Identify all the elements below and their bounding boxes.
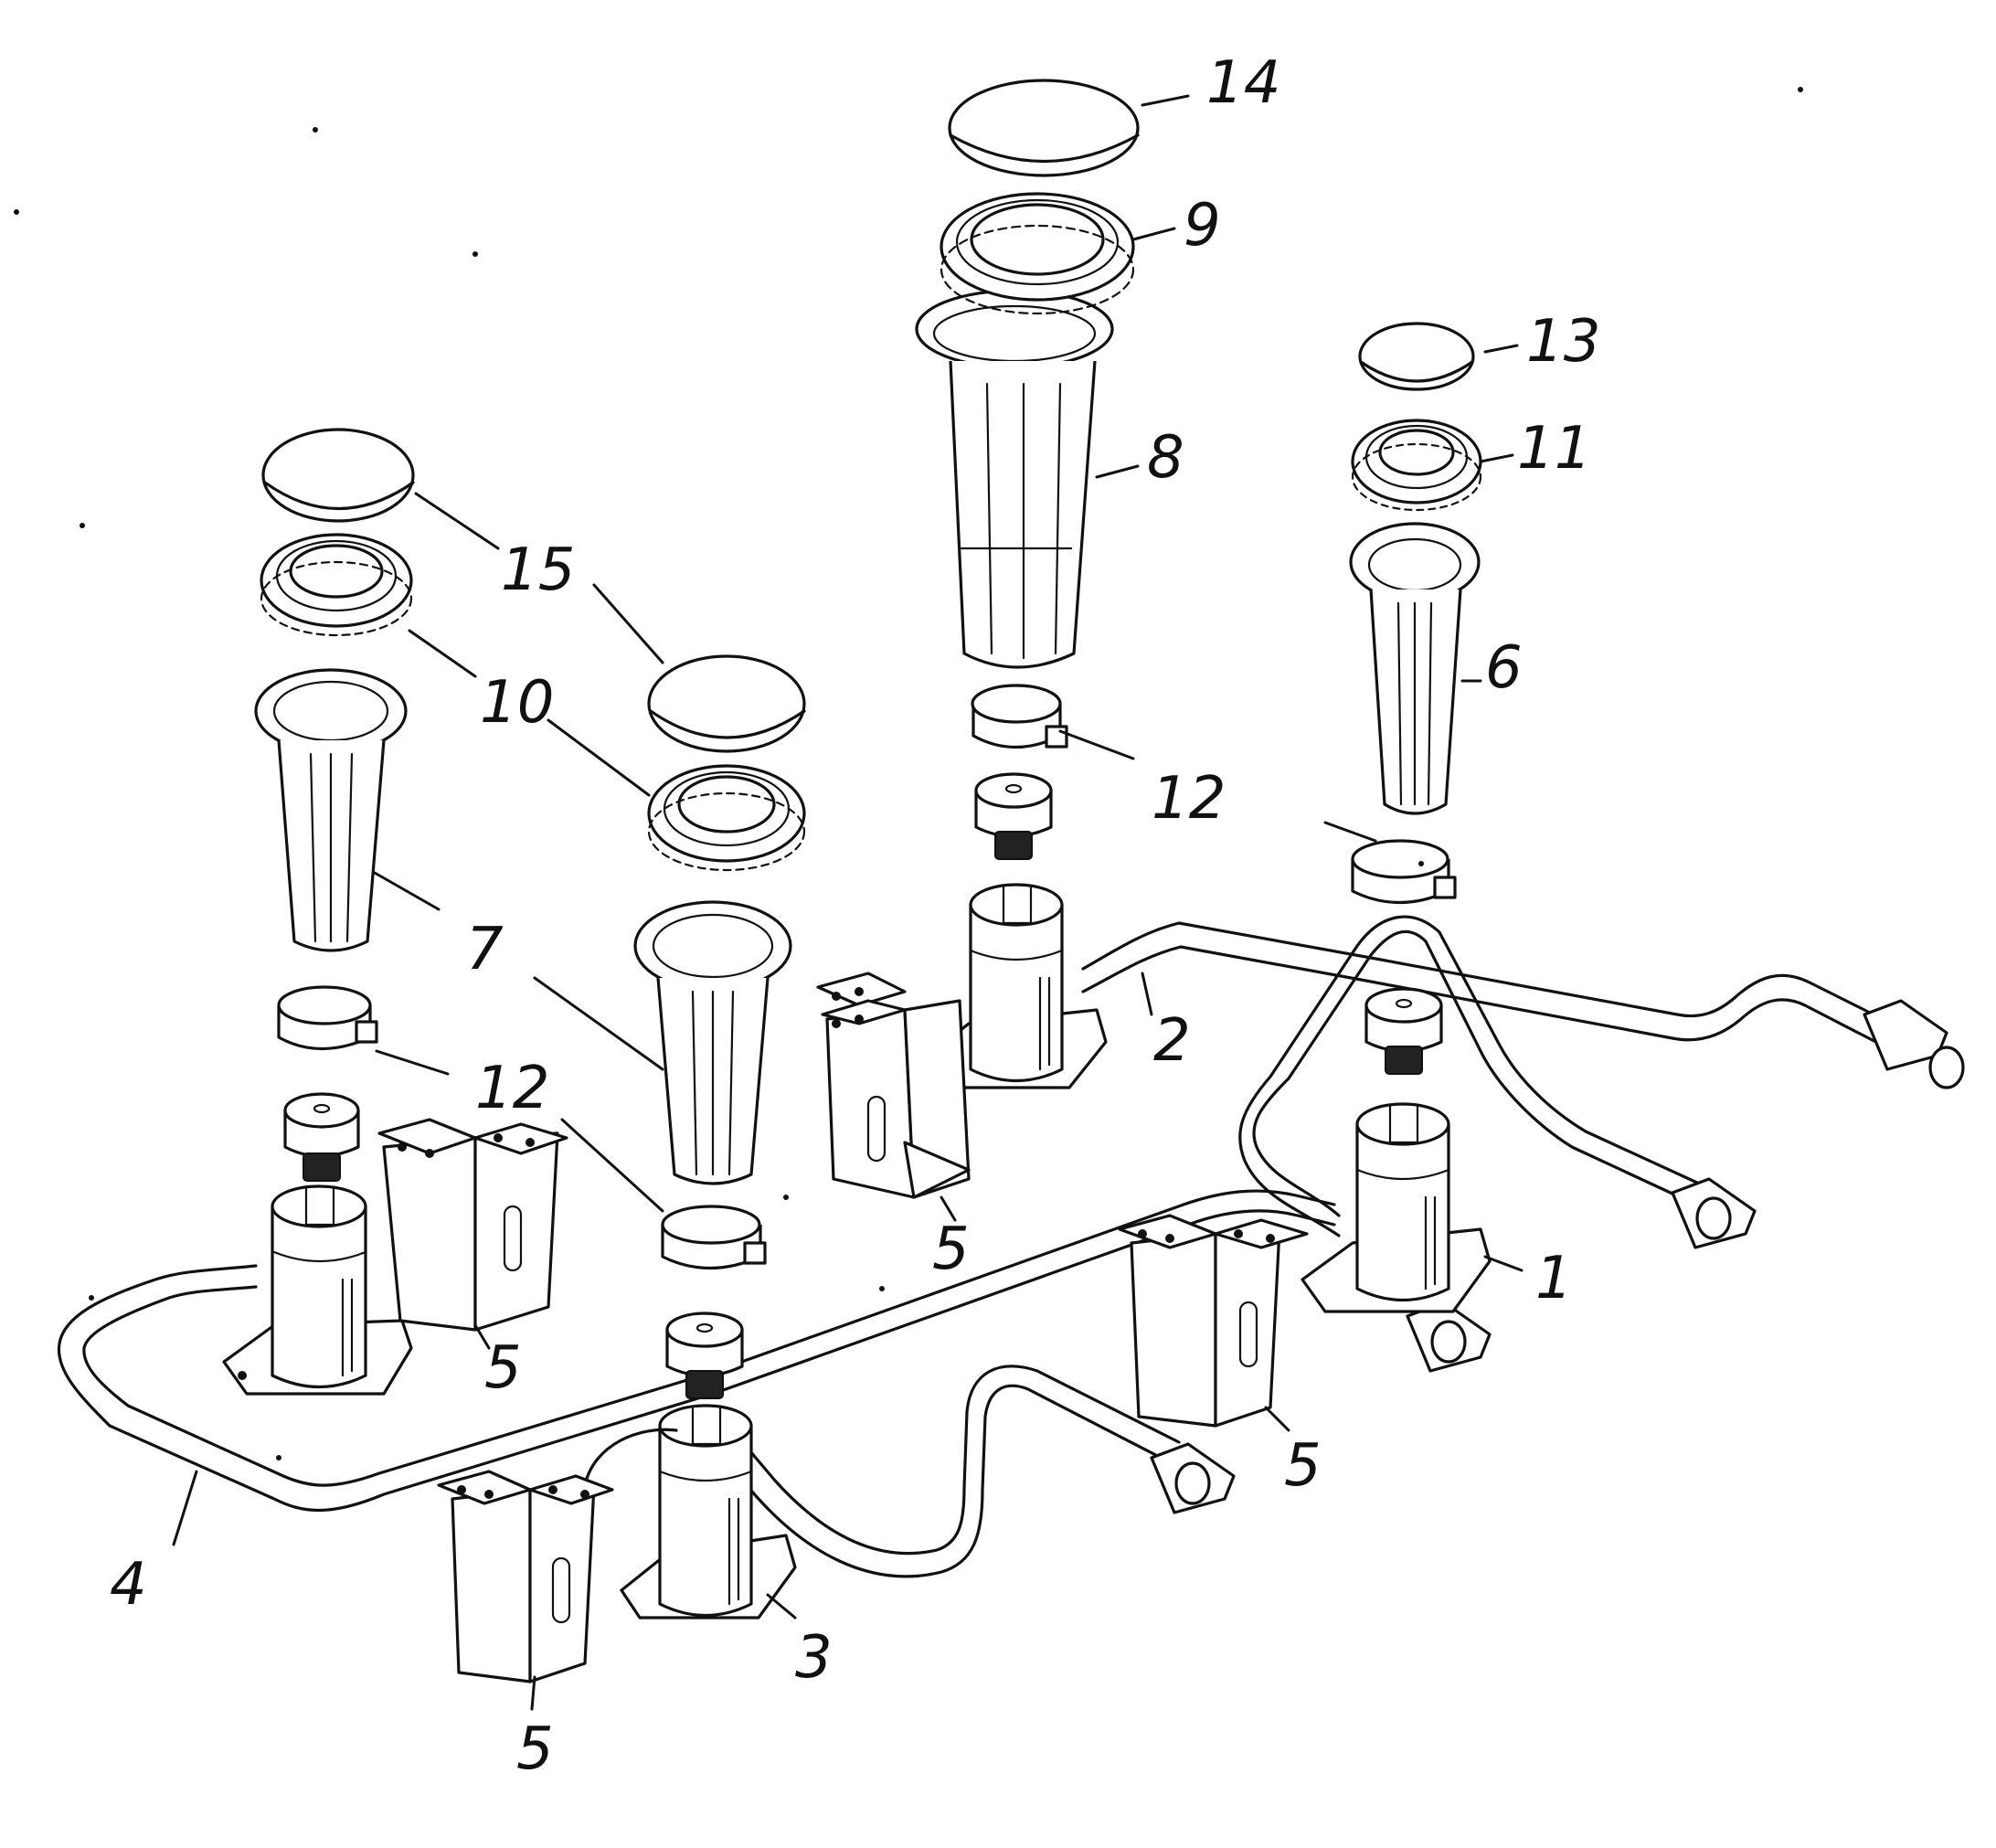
ref-label-2: 2: [1153, 1007, 1191, 1075]
injector-holder-center: [583, 1404, 797, 1620]
ref-label-15: 15: [501, 536, 575, 604]
ref-label-5-back: 5: [932, 1216, 970, 1283]
gas-pipe-4: [57, 1189, 1336, 1513]
ref-label-5-left: 5: [484, 1334, 522, 1402]
leader-lines: [172, 94, 1524, 1711]
cap-13: [1358, 322, 1475, 391]
pipe-end-fitting: [1863, 999, 1965, 1089]
burner-body-7-left: [254, 668, 408, 952]
burner-body-8: [915, 289, 1114, 669]
ref-label-12-right: 12: [1152, 765, 1226, 833]
ref-label-12-left: 12: [475, 1055, 549, 1122]
bracket-5: [377, 1118, 568, 1332]
ref-label-13: 13: [1526, 308, 1600, 376]
injector-nozzle: [1364, 987, 1443, 1075]
ref-label-3: 3: [795, 1624, 833, 1692]
flame-ring-10-left: [260, 533, 413, 637]
pipe-end-fitting: [1671, 1177, 1757, 1249]
injector-nozzle: [665, 1312, 744, 1399]
ref-label-10: 10: [480, 669, 554, 737]
ref-label-14: 14: [1206, 49, 1280, 117]
bracket-5: [1118, 1214, 1309, 1428]
ref-label-5-front: 5: [516, 1715, 554, 1783]
ref-label-5-right: 5: [1284, 1432, 1322, 1500]
bracket-5: [816, 972, 971, 1199]
clamp-ring: [661, 1205, 767, 1269]
cap-14: [948, 79, 1140, 177]
cap-15-center: [647, 654, 806, 753]
flame-ring-11: [1351, 419, 1482, 512]
flame-ring-10-center: [647, 764, 806, 872]
bracket-5: [437, 1470, 614, 1683]
injector-nozzle: [974, 772, 1053, 860]
ref-label-7: 7: [466, 916, 504, 983]
clamp-ring: [277, 985, 378, 1050]
gas-pipe-3: [720, 1365, 1181, 1578]
clamp-ring: [971, 684, 1068, 749]
burner-body-6: [1349, 522, 1481, 815]
ref-label-6: 6: [1485, 634, 1523, 702]
ref-label-11: 11: [1517, 415, 1591, 483]
ref-label-1: 1: [1535, 1245, 1573, 1312]
reference-numerals: 14 9 13 8 11 6 15 10 12 7 12 2 5 1 5 5 4…: [110, 49, 1600, 1783]
clamp-ring: [1351, 839, 1457, 904]
injector-holder-left: [222, 1184, 413, 1396]
injector-holder-right: [1301, 1102, 1492, 1313]
gas-pipe-1: [1238, 915, 1711, 1237]
ref-label-4: 4: [110, 1551, 147, 1619]
cap-15-left: [261, 428, 415, 523]
flame-ring-9: [940, 192, 1135, 315]
injector-nozzle: [283, 1092, 360, 1182]
ref-label-9: 9: [1184, 192, 1221, 260]
scan-specks: [14, 87, 1803, 1460]
ref-label-8: 8: [1147, 424, 1184, 492]
injector-holder-back: [921, 883, 1108, 1089]
burner-body-7-center: [633, 900, 792, 1185]
pipe-end-fitting: [1150, 1442, 1236, 1514]
gas-pipe-2: [1081, 921, 1903, 1053]
